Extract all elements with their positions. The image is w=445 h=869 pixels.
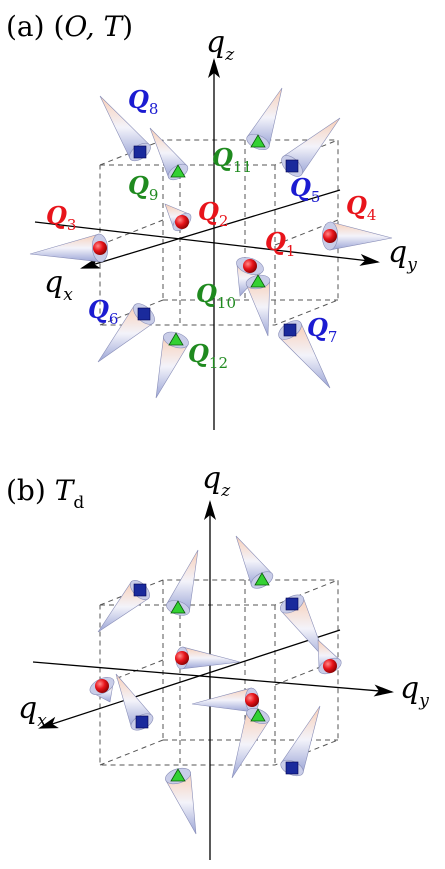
label-q7: Q7	[307, 313, 337, 346]
marker-b11	[285, 761, 299, 775]
marker-q9	[170, 164, 186, 178]
axis-y-label-a: qy	[388, 235, 417, 275]
marker-b5	[175, 651, 189, 665]
marker-q2	[175, 215, 189, 229]
cone-q9	[149, 127, 189, 181]
panel-b-label: (b) Td	[6, 474, 84, 513]
marker-q5	[285, 159, 299, 173]
axis-x-b	[38, 629, 341, 729]
label-q6: Q6	[88, 295, 118, 328]
marker-b6	[323, 659, 337, 673]
cone-b10	[231, 708, 270, 779]
cone-b11	[280, 705, 321, 777]
marker-b9	[135, 715, 149, 729]
marker-q1	[243, 259, 257, 273]
cones-b	[89, 535, 342, 835]
axis-z-label-a: qz	[206, 25, 235, 65]
marker-b1	[133, 583, 147, 597]
axis-y-a	[34, 221, 380, 266]
axis-x-label-b: qx	[18, 691, 47, 731]
axis-x-label-a: qx	[44, 265, 73, 305]
marker-q8	[133, 145, 147, 159]
marker-q7	[283, 323, 297, 337]
axis-z-label-b: qz	[202, 461, 231, 501]
panel-a: (a) (O, T) qz qy qx Q1 Q2 Q3	[6, 10, 417, 430]
vector-labels-a: Q1 Q2 Q3 Q4 Q5 Q6 Q7 Q8 Q9 Q10 Q11 Q12	[46, 85, 376, 372]
axis-y-b	[32, 661, 394, 697]
marker-q4	[323, 229, 337, 243]
label-q1: Q1	[265, 227, 295, 260]
marker-q3	[93, 241, 107, 255]
panel-b: (b) Td qz qy qx	[6, 461, 429, 860]
label-q2: Q2	[198, 197, 228, 230]
axis-y-label-b: qy	[400, 671, 429, 711]
marker-q12	[168, 332, 184, 346]
marker-b3	[254, 572, 270, 586]
label-q10: Q10	[196, 279, 236, 312]
label-q5: Q5	[290, 173, 320, 206]
label-q9: Q9	[128, 171, 158, 204]
marker-q6	[137, 307, 151, 321]
marker-b4	[285, 597, 299, 611]
axis-x-a	[80, 189, 341, 269]
marker-b7	[245, 693, 259, 707]
label-q12: Q12	[188, 339, 228, 372]
marker-b2	[170, 600, 186, 614]
marker-b12	[170, 768, 186, 782]
marker-b10	[250, 708, 266, 722]
panel-a-label: (a) (O, T)	[6, 10, 133, 43]
cones-a	[29, 87, 393, 399]
label-q8: Q8	[128, 85, 158, 118]
marker-q10	[250, 274, 266, 288]
label-q4: Q4	[346, 191, 376, 224]
label-q11: Q11	[212, 143, 252, 176]
label-q3: Q3	[46, 201, 76, 234]
marker-q11	[250, 134, 266, 148]
marker-b8	[95, 679, 109, 693]
